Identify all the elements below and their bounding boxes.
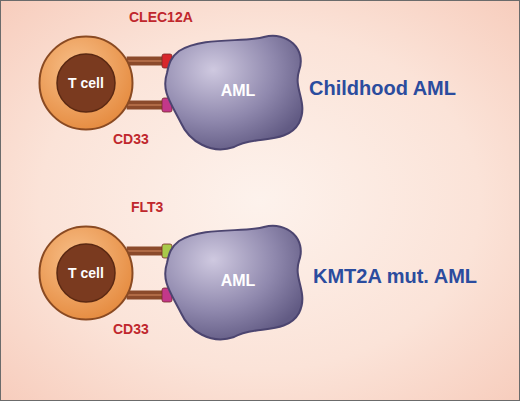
- antibody-connector: [127, 291, 163, 300]
- antibody-group: [127, 244, 172, 258]
- t-cell: T cell: [38, 225, 134, 321]
- aml-cell: AML: [159, 31, 309, 151]
- panel-label: KMT2A mut. AML: [313, 265, 477, 288]
- antigen-label: CD33: [113, 131, 149, 147]
- antigen-label: CD33: [113, 321, 149, 337]
- antigen-label: FLT3: [131, 199, 163, 215]
- antibody-highlight: [127, 60, 163, 62]
- antibody-connector: [127, 101, 163, 110]
- cell-label: T cell: [68, 75, 104, 91]
- antigen-label: CLEC12A: [129, 9, 193, 25]
- antibody-group: [127, 54, 172, 68]
- antibody-group: [127, 288, 172, 302]
- t-cell: T cell: [38, 35, 134, 131]
- antibody-highlight: [127, 104, 163, 106]
- cell-label: T cell: [68, 265, 104, 281]
- aml-cell: AML: [159, 221, 309, 341]
- cell-label: AML: [221, 82, 256, 100]
- antibody-connector: [127, 247, 163, 256]
- antibody-connector: [127, 57, 163, 66]
- antibody-group: [127, 98, 172, 112]
- antibody-highlight: [127, 250, 163, 252]
- cell-label: AML: [221, 272, 256, 290]
- antibody-highlight: [127, 294, 163, 296]
- panel-label: Childhood AML: [309, 77, 456, 100]
